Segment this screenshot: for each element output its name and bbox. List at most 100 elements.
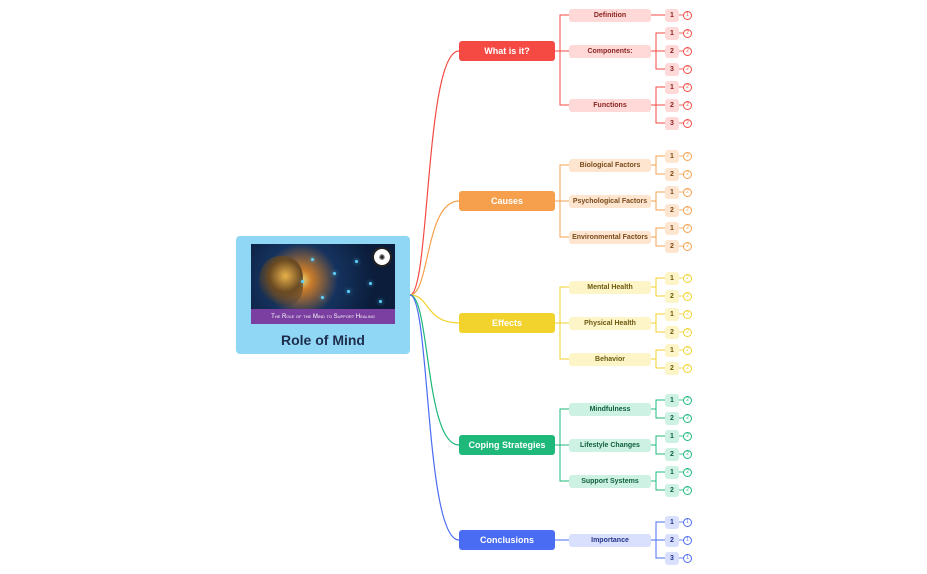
subtopic-0-2[interactable]: Functions xyxy=(569,98,651,112)
subtopic-1-2[interactable]: Environmental Factors xyxy=(569,230,651,244)
leaf-node[interactable]: 1 xyxy=(665,8,679,22)
leaf-connector xyxy=(651,539,665,559)
subtopic-connector xyxy=(555,200,569,238)
subtopic-3-0[interactable]: Mindfulness xyxy=(569,402,651,416)
leaf-node[interactable]: 2 xyxy=(665,203,679,217)
leaf-node[interactable]: 2 xyxy=(665,325,679,339)
subtopic-3-2[interactable]: Support Systems xyxy=(569,474,651,488)
root-title: Role of Mind xyxy=(281,332,365,348)
marker-badge-icon: 2 xyxy=(683,205,692,215)
leaf-connector xyxy=(651,521,665,541)
leaf-node[interactable]: 1 xyxy=(665,393,679,407)
leaf-node[interactable]: 2 xyxy=(665,167,679,181)
subtopic-1-1[interactable]: Psychological Factors xyxy=(569,194,651,208)
leaf-node[interactable]: 1 xyxy=(665,343,679,357)
leaf-connector xyxy=(651,286,665,297)
subtopic-2-1[interactable]: Physical Health xyxy=(569,316,651,330)
marker-badge-icon: 2 xyxy=(683,100,692,110)
marker-badge-icon: 2 xyxy=(683,151,692,161)
leaf-node[interactable]: 2 xyxy=(665,447,679,461)
branch-connector xyxy=(409,294,460,541)
leaf-connector xyxy=(651,358,665,369)
subtopic-3-1[interactable]: Lifestyle Changes xyxy=(569,438,651,452)
root-node[interactable]: ✺ The Role of the Mind to Support Healin… xyxy=(236,236,410,354)
leaf-node[interactable]: 2 xyxy=(665,533,679,547)
marker-badge-icon: 1 xyxy=(683,517,692,527)
leaf-node[interactable]: 3 xyxy=(665,62,679,76)
leaf-node[interactable]: 1 xyxy=(665,307,679,321)
leaf-connector xyxy=(651,435,665,446)
subtopic-connector xyxy=(555,408,569,446)
subtopic-2-2[interactable]: Behavior xyxy=(569,352,651,366)
leaf-node[interactable]: 2 xyxy=(665,411,679,425)
leaf-node[interactable]: 1 xyxy=(665,271,679,285)
branch-connector xyxy=(409,50,460,296)
leaf-node[interactable]: 2 xyxy=(665,44,679,58)
leaf-node[interactable]: 2 xyxy=(665,289,679,303)
marker-badge-icon: 2 xyxy=(683,309,692,319)
leaf-node[interactable]: 1 xyxy=(665,26,679,40)
leaf-connector xyxy=(651,349,665,360)
leaf-connector xyxy=(651,104,665,124)
marker-badge-icon: 2 xyxy=(683,118,692,128)
subtopic-connector xyxy=(555,14,569,52)
marker-badge-icon: 2 xyxy=(683,82,692,92)
root-image: ✺ The Role of the Mind to Support Healin… xyxy=(251,244,395,324)
leaf-node[interactable]: 1 xyxy=(665,185,679,199)
leaf-connector xyxy=(651,236,665,247)
leaf-connector xyxy=(651,191,665,202)
leaf-node[interactable]: 2 xyxy=(665,98,679,112)
main-topic-3[interactable]: Coping Strategies xyxy=(459,435,555,455)
marker-badge-icon: 2 xyxy=(683,413,692,423)
subtopic-0-0[interactable]: Definition xyxy=(569,8,651,22)
leaf-node[interactable]: 1 xyxy=(665,465,679,479)
main-topic-1[interactable]: Causes xyxy=(459,191,555,211)
marker-badge-icon: 2 xyxy=(683,187,692,197)
leaf-node[interactable]: 1 xyxy=(665,149,679,163)
leaf-node[interactable]: 3 xyxy=(665,116,679,130)
leaf-node[interactable]: 1 xyxy=(665,515,679,529)
glowing-head-illustration xyxy=(259,256,303,306)
leaf-node[interactable]: 3 xyxy=(665,551,679,565)
leaf-connector xyxy=(651,399,665,410)
leaf-connector xyxy=(651,444,665,455)
marker-badge-icon: 2 xyxy=(683,223,692,233)
leaf-node[interactable]: 1 xyxy=(665,80,679,94)
marker-badge-icon: 2 xyxy=(683,467,692,477)
leaf-node[interactable]: 1 xyxy=(665,429,679,443)
leaf-connector xyxy=(651,480,665,491)
marker-badge-icon: 2 xyxy=(683,431,692,441)
subtopic-0-1[interactable]: Components: xyxy=(569,44,651,58)
leaf-connector xyxy=(651,86,665,106)
leaf-connector xyxy=(651,32,665,52)
leaf-node[interactable]: 2 xyxy=(665,361,679,375)
subtopic-connector xyxy=(555,444,569,482)
leaf-connector xyxy=(651,313,665,324)
leaf-connector xyxy=(651,50,665,70)
marker-badge-icon: 2 xyxy=(683,291,692,301)
leaf-connector xyxy=(651,322,665,333)
branch-connector xyxy=(409,200,460,296)
subtopic-2-0[interactable]: Mental Health xyxy=(569,280,651,294)
main-topic-0[interactable]: What is it? xyxy=(459,41,555,61)
leaf-node[interactable]: 2 xyxy=(665,483,679,497)
leaf-connector xyxy=(651,155,665,166)
leaf-connector xyxy=(651,164,665,175)
subtopic-connector xyxy=(555,286,569,324)
marker-badge-icon: 2 xyxy=(683,64,692,74)
leaf-connector xyxy=(651,227,665,238)
subtopic-1-0[interactable]: Biological Factors xyxy=(569,158,651,172)
subtopic-connector xyxy=(555,164,569,202)
marker-badge-icon: 2 xyxy=(683,363,692,373)
leaf-node[interactable]: 1 xyxy=(665,221,679,235)
marker-badge-icon: 2 xyxy=(683,485,692,495)
marker-badge-icon: 2 xyxy=(683,327,692,337)
marker-badge-icon: 2 xyxy=(683,395,692,405)
marker-badge-icon: 1 xyxy=(683,535,692,545)
main-topic-2[interactable]: Effects xyxy=(459,313,555,333)
marker-badge-icon: 2 xyxy=(683,449,692,459)
subtopic-4-0[interactable]: Importance xyxy=(569,533,651,547)
leaf-connector xyxy=(651,471,665,482)
leaf-node[interactable]: 2 xyxy=(665,239,679,253)
main-topic-4[interactable]: Conclusions xyxy=(459,530,555,550)
